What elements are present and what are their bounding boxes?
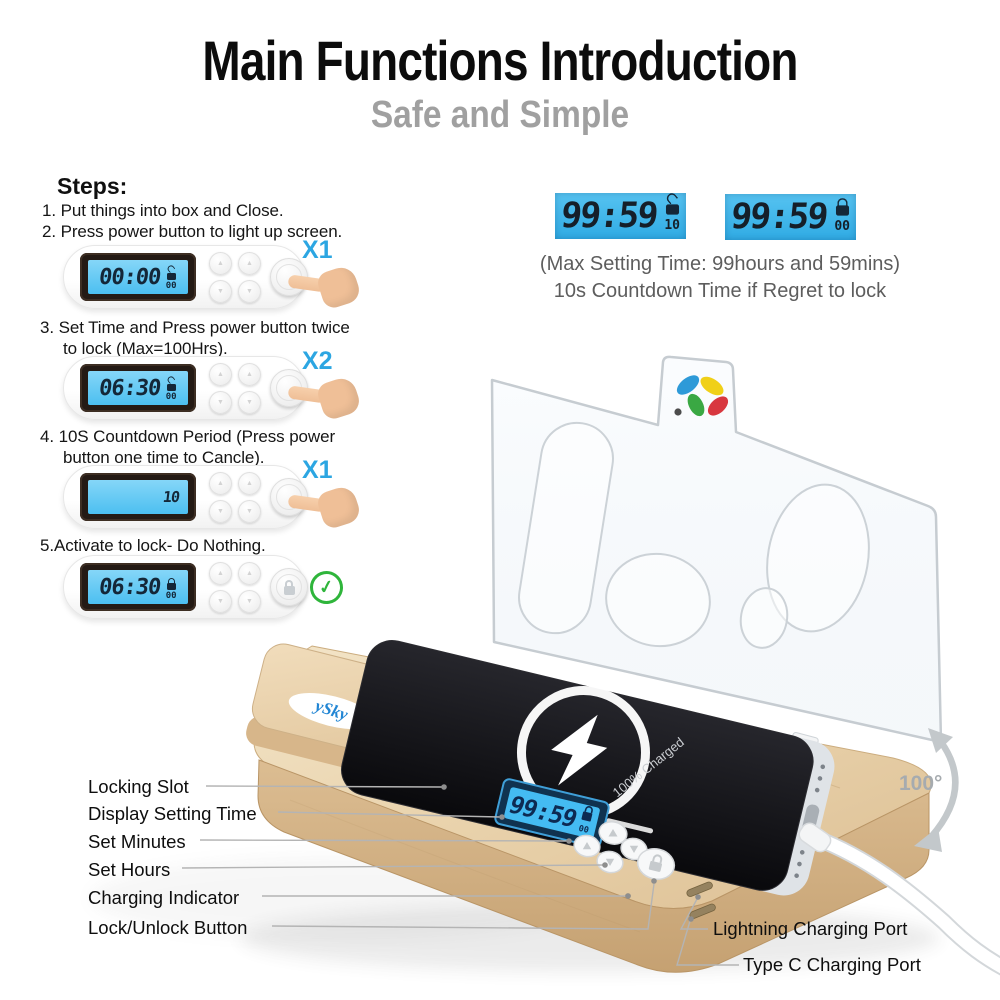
callout-display-setting-time: Display Setting Time (88, 803, 257, 824)
down-arrow-button[interactable]: ▼ (238, 589, 261, 613)
arrow-buttons[interactable]: ▲ ▲ ▼ ▼ (209, 251, 261, 303)
callout-set-hours: Set Hours (88, 859, 171, 880)
unlock-icon (166, 383, 176, 391)
up-arrow-button[interactable]: ▲ (238, 362, 261, 386)
pressing-hand-icon (287, 263, 363, 318)
lcd-time: 99:59 (728, 197, 829, 237)
power-button-locked[interactable] (270, 568, 308, 606)
down-arrow-button[interactable]: ▼ (238, 279, 261, 303)
lid-slot-small (739, 587, 789, 649)
panel-lcd-digits: 10 (161, 488, 181, 506)
lock-icon (835, 198, 849, 216)
press-count-label: X2 (302, 347, 333, 375)
panel-lcd-digits: 06:30 (97, 375, 163, 401)
control-panel-step5: 06:30 00 ▲ ▲ ▼ ▼ ✓ (63, 555, 346, 619)
step-3-line2: to lock (Max=100Hrs). (63, 339, 228, 358)
logo-bee-icon (674, 408, 682, 416)
side-ports[interactable] (686, 881, 717, 920)
open-angle-arrow-icon (914, 728, 959, 852)
lock-button-icon (648, 854, 663, 872)
step-5: 5.Activate to lock- Do Nothing. (40, 536, 266, 555)
down-arrow-button[interactable]: ▼ (238, 499, 261, 523)
panel-lcd: 06:30 00 (80, 563, 196, 611)
down-arrow-button[interactable]: ▼ (238, 390, 261, 414)
lid-slot-phone (518, 421, 614, 635)
up-arrow-button[interactable]: ▲ (209, 471, 232, 495)
up-arrow-button[interactable]: ▲ (238, 561, 261, 585)
control-panel-step3: 06:30 00 ▲ ▲ ▼ ▼ X2 (63, 347, 363, 422)
arrow-buttons[interactable]: ▲ ▲ ▼ ▼ (209, 471, 261, 523)
panel-lcd: 10 (80, 473, 196, 521)
panel-lcd-digits: 06:30 (97, 574, 163, 600)
lcd-display-locked: 99:59 00 (725, 194, 856, 240)
device-lcd-sub: 00 (577, 824, 589, 836)
panel-lcd: 06:30 00 (80, 364, 196, 412)
up-arrow-button[interactable]: ▲ (209, 251, 232, 275)
callout-set-minutes: Set Minutes (88, 831, 186, 852)
unlock-icon (166, 272, 176, 280)
pressing-hand-icon (287, 374, 363, 429)
step-4-line2: button one time to Cancle). (63, 448, 265, 467)
step-2: 2. Press power button to light up screen… (42, 222, 343, 241)
lid-slot-large (766, 483, 870, 633)
speaker-holes (794, 764, 826, 878)
callout-charging-indicator: Charging Indicator (88, 887, 240, 908)
lightning-bolt-icon (551, 714, 608, 786)
butterfly-logo-icon (674, 375, 729, 417)
press-count-label: X1 (302, 236, 333, 264)
panel-lcd-digits: 00:00 (97, 264, 163, 290)
steps-heading: Steps: (57, 173, 128, 199)
page-subtitle: Safe and Simple (370, 94, 630, 136)
lcd-display-unlocked: 99:59 10 (555, 193, 686, 239)
control-panel-step4: 10 ▲ ▲ ▼ ▼ X1 (63, 456, 363, 531)
device-lcd: 99:59 00 (494, 778, 610, 848)
lcd-time: 99:59 (558, 196, 659, 236)
lid-slot-round (605, 552, 711, 648)
cable-connector (798, 822, 832, 853)
up-arrow-button[interactable]: ▲ (209, 561, 232, 585)
callout-lightning-port: Lightning Charging Port (713, 918, 908, 939)
charging-cable (798, 822, 1000, 976)
lock-unlock-button[interactable] (635, 845, 678, 883)
lock-icon (283, 579, 295, 595)
up-arrow-button[interactable]: ▲ (238, 251, 261, 275)
step-1: 1. Put things into box and Close. (42, 201, 284, 220)
lock-icon (166, 577, 176, 590)
down-arrow-button[interactable]: ▼ (209, 589, 232, 613)
open-angle-label: 100° (899, 772, 943, 795)
up-arrow-button[interactable]: ▲ (209, 362, 232, 386)
max-setting-note: (Max Setting Time: 99hours and 59mins) (539, 253, 901, 275)
callout-type-c-port: Type C Charging Port (743, 954, 921, 975)
home-indicator (606, 818, 654, 834)
step-3-line1: 3. Set Time and Press power button twice (40, 318, 350, 337)
pressing-hand-icon (287, 483, 363, 538)
unlock-icon (665, 204, 679, 215)
up-arrow-button[interactable]: ▲ (238, 471, 261, 495)
base-side-face (257, 759, 930, 973)
type-c-port (689, 903, 716, 919)
press-count-label: X1 (302, 456, 333, 484)
arrow-buttons[interactable]: ▲ ▲ ▼ ▼ (209, 561, 261, 613)
down-arrow-button[interactable]: ▼ (209, 390, 232, 414)
step-4-line1: 4. 10S Countdown Period (Press power (40, 427, 336, 446)
down-arrow-button[interactable]: ▼ (209, 499, 232, 523)
clear-lid (490, 355, 943, 744)
control-panel-step2: 00:00 00 ▲ ▲ ▼ ▼ X1 (63, 236, 363, 311)
device-buttons[interactable] (572, 819, 678, 883)
down-arrow-button[interactable]: ▼ (209, 279, 232, 303)
callout-locking-slot: Locking Slot (88, 776, 189, 797)
countdown-note: 10s Countdown Time if Regret to lock (553, 280, 887, 302)
arrow-buttons[interactable]: ▲ ▲ ▼ ▼ (209, 362, 261, 414)
callout-lock-unlock-button: Lock/Unlock Button (88, 917, 248, 938)
callout-dots (441, 784, 701, 922)
device-lock-icon (581, 806, 593, 822)
lightning-port (686, 881, 713, 897)
panel-lcd: 00:00 00 (80, 253, 196, 301)
page-title: Main Functions Introduction (202, 29, 798, 92)
callout-lines (181, 785, 739, 966)
